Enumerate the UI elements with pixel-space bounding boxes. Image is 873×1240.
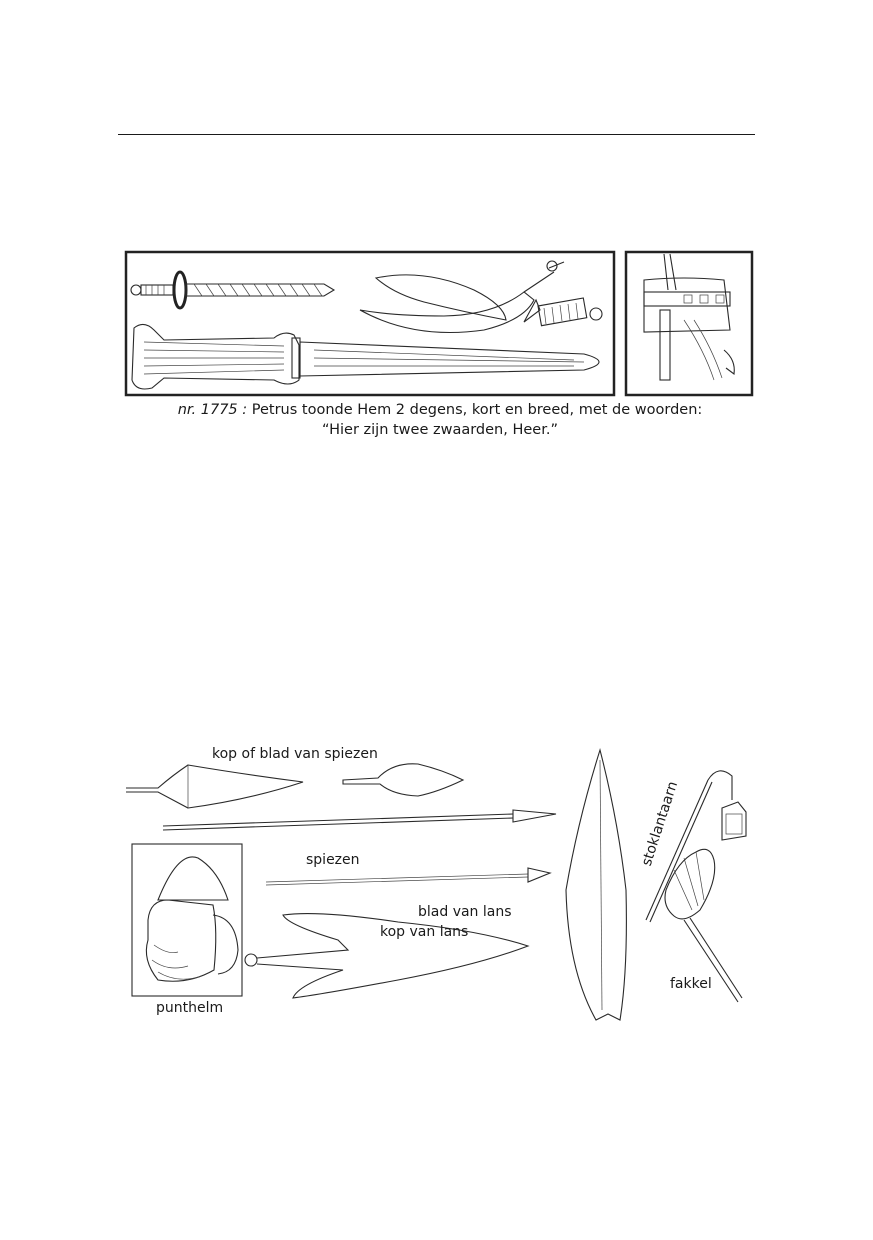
spear-icon [162, 809, 557, 831]
spear-head-icon [126, 764, 304, 809]
broad-sword-icon [131, 323, 600, 390]
figure-caption: nr. 1775 : Petrus toonde Hem 2 degens, k… [100, 400, 780, 440]
lantern-icon [645, 770, 747, 923]
spear-head-icon [342, 763, 465, 797]
header-rule [118, 134, 755, 135]
caption-line-1: nr. 1775 : Petrus toonde Hem 2 degens, k… [100, 400, 780, 420]
weapons-illustration: kop of blad van spiezen spiezen blad van… [118, 740, 773, 1030]
helmeted-head-icon [131, 843, 243, 997]
caption-text: Petrus toonde Hem 2 degens, kort en bree… [251, 402, 703, 418]
short-sword-icon [130, 270, 336, 310]
label-torch: fakkel [670, 976, 712, 992]
label-spears: spiezen [306, 852, 360, 868]
label-spear-heads: kop of blad van spiezen [212, 746, 378, 762]
torch-icon [664, 848, 743, 1003]
belt-icon [643, 253, 735, 381]
lance-icon [244, 912, 530, 999]
label-pointed-helmet: punthelm [156, 1000, 224, 1016]
spear-blade-icon [565, 747, 627, 1021]
caption-line-2: “Hier zijn twee zwaarden, Heer.” [322, 422, 558, 438]
spear-icon [265, 867, 552, 886]
label-lance-blade: blad van lans [418, 904, 512, 920]
swords-illustration [124, 250, 754, 398]
label-lance-head: kop van lans [380, 924, 469, 940]
curved-dagger-icon [359, 260, 603, 334]
caption-number: nr. 1775 : [177, 402, 248, 418]
